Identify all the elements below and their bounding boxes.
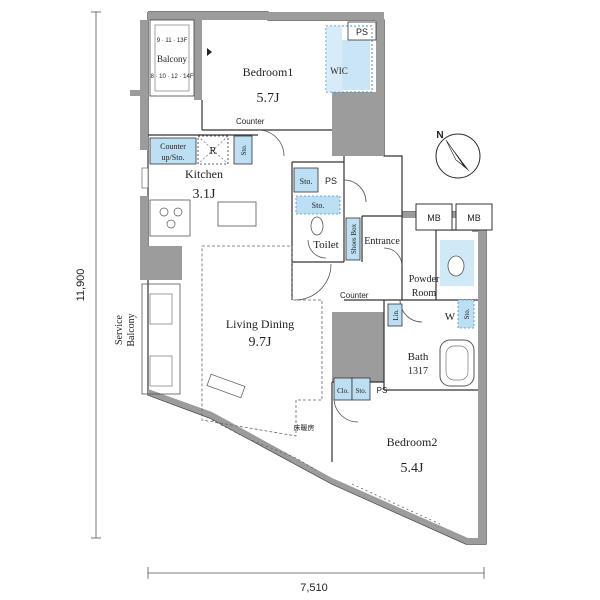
bedroom2-ps-label: PS xyxy=(377,386,388,395)
floor-heating-label: 床暖房 xyxy=(294,423,315,432)
washer-label: W xyxy=(445,311,456,323)
toilet-sto-label: Sto. xyxy=(312,201,325,210)
hall-sto-label: Sto. xyxy=(300,177,313,186)
bedroom1-size: 5.7J xyxy=(257,91,281,106)
kitchen: Counter up/Sto. R Sto. Kitchen 3.1J xyxy=(141,135,257,237)
service-balcony-line1: Service xyxy=(114,314,125,345)
linen-label: Lin. xyxy=(392,309,400,321)
compass: N xyxy=(435,130,481,179)
meter-boxes: MB MB xyxy=(415,203,493,231)
powder-sto-label: Sto. xyxy=(463,308,471,319)
refrigerator-label: R xyxy=(210,146,217,157)
living-size: 9.7J xyxy=(249,335,273,350)
powder-label-line1: Powder xyxy=(409,274,440,285)
toilet-label: Toilet xyxy=(313,239,339,251)
height-dimension: 11,900 xyxy=(75,11,101,539)
balcony: 9 · 11 · 13F Balcony 8 · 10 · 12 · 14F xyxy=(149,19,212,97)
mb-label-1: MB xyxy=(427,213,441,223)
bedroom2: Clo. Sto. PS Bedroom2 5.4J xyxy=(333,377,441,525)
bathroom: Bath 1317 xyxy=(408,339,475,387)
height-dimension-label: 11,900 xyxy=(75,269,87,302)
bedroom1-ps-label: PS xyxy=(356,27,368,37)
shoes-box-label: Shoes Box xyxy=(350,223,358,254)
bath-name: Bath xyxy=(408,351,429,363)
bedroom2-sto-label: Sto. xyxy=(355,387,366,395)
bedroom2-name: Bedroom2 xyxy=(387,435,438,449)
compass-north-label: N xyxy=(436,130,443,141)
powder-room: Powder Room Counter Lin. W Sto. xyxy=(340,240,475,329)
bedroom1-counter-label: Counter xyxy=(236,117,265,126)
structural-walls xyxy=(130,12,486,544)
width-dimension-label: 7,510 xyxy=(300,582,328,594)
hall-ps-label: PS xyxy=(325,176,337,186)
balcony-note-top: 9 · 11 · 13F xyxy=(157,38,188,44)
balcony-note-bottom: 8 · 10 · 12 · 14F xyxy=(150,74,193,80)
counter-upsto-line2: up/Sto. xyxy=(162,153,185,162)
service-balcony-line2: Balcony xyxy=(126,313,137,346)
entrance-label: Entrance xyxy=(364,236,400,247)
mb-label-2: MB xyxy=(467,213,481,223)
living-dining: Living Dining 9.7J 床暖房 xyxy=(201,245,323,471)
kitchen-sto-label: Sto. xyxy=(240,144,248,155)
living-name: Living Dining xyxy=(226,317,294,331)
entrance-counter-label: Counter xyxy=(340,291,369,300)
width-dimension: 7,510 xyxy=(147,567,485,594)
kitchen-name: Kitchen xyxy=(185,167,223,181)
hall-storage: Sto. PS Sto. xyxy=(293,167,341,215)
service-balcony: Service Balcony xyxy=(114,283,181,395)
toilet: Toilet Shoes Box Entrance xyxy=(310,216,400,261)
kitchen-size: 3.1J xyxy=(193,187,217,202)
bedroom1-name: Bedroom1 xyxy=(243,65,294,79)
bedroom1: PS WIC Bedroom1 5.7J Counter xyxy=(236,21,377,126)
bedroom2-size: 5.4J xyxy=(401,461,425,476)
closet-label: Clo. xyxy=(337,387,349,395)
powder-label-line2: Room xyxy=(412,288,437,299)
doors xyxy=(257,129,423,423)
bath-size: 1317 xyxy=(408,366,428,377)
wic-label: WIC xyxy=(330,66,348,76)
balcony-label: Balcony xyxy=(157,54,187,64)
counter-upsto-line1: Counter xyxy=(160,142,186,151)
